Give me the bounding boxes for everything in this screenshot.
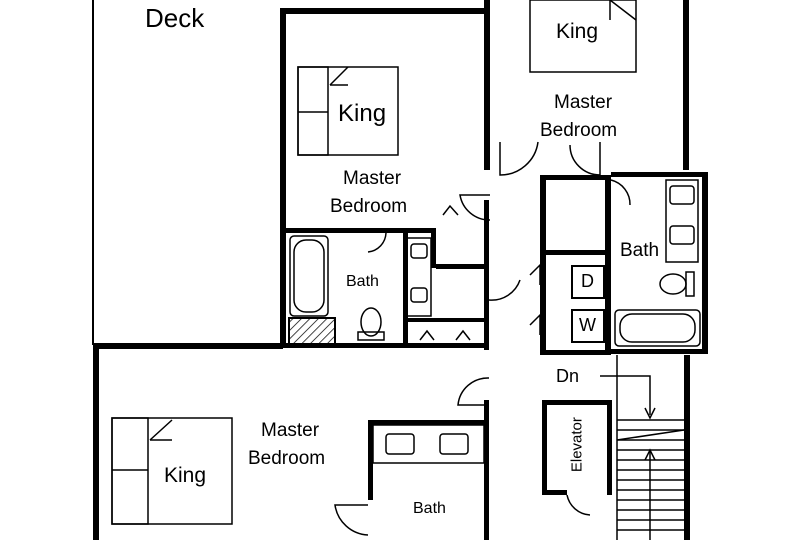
bath-bottom-label: Bath	[413, 500, 446, 517]
bed-bottom-label: King	[164, 464, 207, 487]
bath-center-label: Bath	[346, 273, 379, 290]
stairs-down-label: Dn	[556, 366, 580, 386]
laundry	[571, 265, 605, 343]
bed-top-label: King	[556, 20, 599, 43]
bed-center-label: King	[338, 100, 387, 127]
bed-bottom	[111, 417, 233, 525]
windows	[95, 10, 687, 500]
master-bedroom-bottom-line2: Bedroom	[248, 448, 326, 469]
bath-fixtures-center	[288, 235, 432, 345]
bed-top	[529, 0, 637, 73]
master-bedroom-top-right-line1: Master	[554, 92, 613, 113]
doors	[334, 141, 631, 536]
washer-label: W	[579, 315, 596, 335]
walls	[93, 0, 708, 540]
dryer-label: D	[581, 271, 594, 291]
bath-fixtures-right	[614, 179, 701, 347]
staircase	[600, 355, 685, 540]
bed-center	[297, 66, 399, 156]
elevator-label: Elevator	[568, 417, 586, 473]
master-bedroom-top-right-line2: Bedroom	[540, 120, 618, 141]
bath-fixtures-bottom	[372, 424, 485, 464]
master-bedroom-bottom-line1: Master	[261, 420, 320, 441]
master-bedroom-center-line2: Bedroom	[330, 196, 408, 217]
deck-label: Deck	[145, 3, 205, 33]
master-bedroom-center-line1: Master	[343, 168, 402, 189]
bath-right-label: Bath	[620, 240, 660, 261]
